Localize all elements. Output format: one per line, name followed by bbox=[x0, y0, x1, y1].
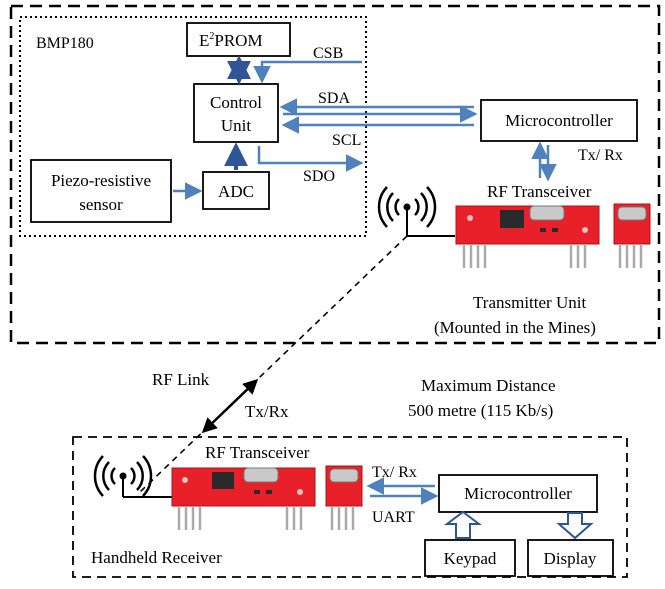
mcu-to-display-arrow bbox=[556, 512, 594, 540]
display-box bbox=[527, 539, 614, 577]
sensor-box bbox=[30, 159, 172, 223]
eeprom-label: E2PROM bbox=[199, 31, 263, 50]
keypad-to-mcu-arrow bbox=[444, 510, 482, 539]
tx-microcontroller-label: Microcontroller bbox=[505, 111, 613, 130]
adc-box bbox=[202, 171, 270, 210]
csb-line bbox=[253, 60, 362, 84]
keypad-box bbox=[424, 539, 516, 577]
rx-microcontroller-box bbox=[438, 474, 598, 513]
control-unit-label-line1: Control bbox=[210, 93, 262, 112]
scl-label: SCL bbox=[332, 132, 361, 149]
rf-link-label: RF Link bbox=[152, 370, 210, 389]
sdo-label: SDO bbox=[303, 168, 335, 185]
tx-rf-module-image bbox=[455, 205, 600, 268]
sdo-line bbox=[257, 146, 364, 172]
bmp180-label: BMP180 bbox=[36, 35, 94, 52]
rx-rf-module-small-image bbox=[325, 465, 363, 530]
tx-txrx-label: Tx/ Rx bbox=[578, 147, 623, 164]
transmitter-unit-location: (Mounted in the Mines) bbox=[434, 318, 596, 337]
receiver-unit-boundary bbox=[72, 436, 628, 578]
rx-rf-module-image bbox=[171, 467, 316, 530]
rx-uart-label: UART bbox=[372, 509, 415, 526]
keypad-label: Keypad bbox=[444, 549, 497, 568]
tx-microcontroller-box bbox=[480, 99, 638, 142]
transmitter-unit-label: Transmitter Unit bbox=[473, 293, 586, 312]
tx-rf-transceiver-label: RF Transceiver bbox=[487, 182, 592, 201]
csb-label: CSB bbox=[313, 45, 343, 62]
sda-label: SDA bbox=[318, 90, 350, 107]
rx-txrx-label: Tx/ Rx bbox=[372, 464, 417, 481]
sensor-label-line1: Piezo-resistive bbox=[51, 171, 151, 190]
rf-link-arrow bbox=[201, 378, 259, 434]
rx-rf-transceiver-label: RF Transceiver bbox=[205, 443, 310, 462]
link-txrx-label: Tx/Rx bbox=[245, 402, 289, 421]
control-unit-label-line2: Unit bbox=[221, 116, 252, 135]
max-distance-value: 500 metre (115 Kb/s) bbox=[408, 401, 553, 420]
rx-microcontroller-label: Microcontroller bbox=[464, 484, 572, 503]
tx-antenna-icon bbox=[377, 186, 455, 237]
rx-antenna-icon bbox=[93, 455, 172, 498]
sensor-label-line2: sensor bbox=[79, 195, 123, 214]
display-label: Display bbox=[544, 549, 597, 568]
tx-rf-module-small-image bbox=[613, 203, 651, 268]
control-unit-box bbox=[193, 83, 279, 143]
adc-label: ADC bbox=[218, 182, 254, 201]
transmitter-unit-boundary bbox=[9, 4, 661, 345]
rf-link-dashed-line bbox=[139, 235, 408, 493]
max-distance-label: Maximum Distance bbox=[421, 376, 556, 395]
handheld-receiver-label: Handheld Receiver bbox=[91, 548, 222, 567]
bmp180-boundary bbox=[19, 16, 367, 237]
